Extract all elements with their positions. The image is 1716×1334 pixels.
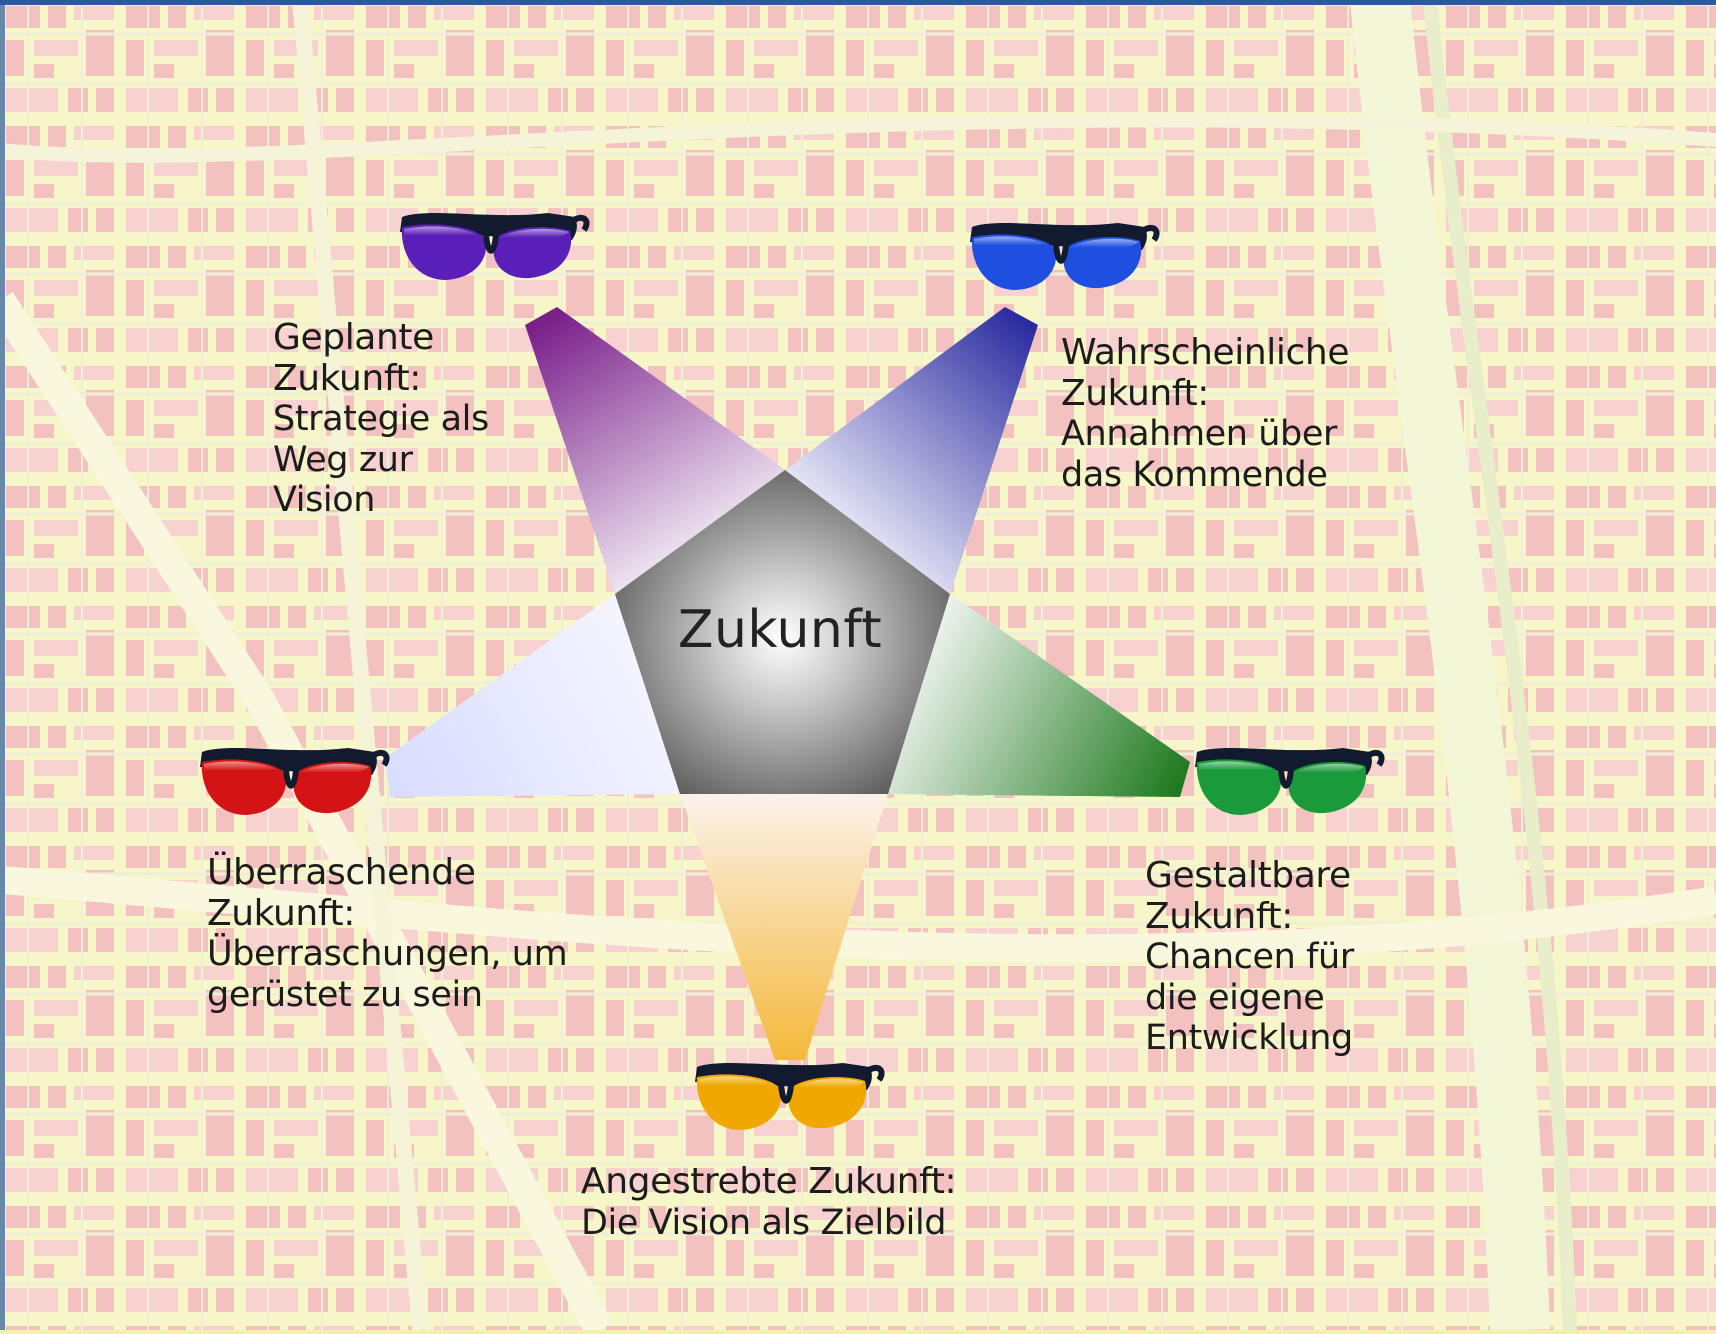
label-desired-future: Angestrebte Zukunft: Die Vision als Ziel… (581, 1161, 957, 1243)
label-line: gerüstet zu sein (207, 974, 483, 1015)
label-line: Überraschungen, um (207, 934, 568, 974)
label-line: Angestrebte Zukunft: (581, 1161, 957, 1202)
label-line: Überraschende (207, 852, 476, 893)
label-planned-future: Geplante Zukunft: Strategie als Weg zur … (273, 317, 489, 521)
label-line: Chancen für (1145, 937, 1354, 977)
beam-top-right (785, 307, 1038, 594)
beam-right (888, 594, 1190, 797)
label-line: Zukunft: (207, 892, 355, 934)
label-line: Strategie als (273, 399, 489, 439)
label-line: Zukunft: (1061, 372, 1209, 414)
sunglasses-blue-icon (970, 223, 1160, 290)
label-line: Geplante (273, 317, 434, 358)
star-beams (385, 307, 1190, 1060)
sunglasses-red-icon (200, 748, 390, 815)
label-probable-future: Wahrscheinliche Zukunft: Annahmen über d… (1061, 332, 1350, 495)
label-line: Weg zur (273, 439, 413, 480)
label-line: Zukunft: (273, 357, 421, 399)
label-line: das Kommende (1061, 454, 1328, 495)
label-shapeable-future: Gestaltbare Zukunft: Chancen für die eig… (1145, 855, 1354, 1059)
sunglasses-purple-icon (400, 213, 590, 280)
center-label: Zukunft (677, 600, 883, 660)
label-line: Vision (273, 480, 376, 520)
beam-left (385, 594, 680, 797)
label-line: Annahmen über (1061, 414, 1337, 454)
sunglasses-green-icon (1195, 748, 1385, 815)
beam-bottom (680, 794, 888, 1060)
label-line: Die Vision als Zielbild (581, 1202, 947, 1243)
label-surprising-future: Überraschende Zukunft: Überraschungen, u… (207, 852, 568, 1015)
center-pentagon (615, 470, 950, 794)
beam-top-left (525, 307, 785, 594)
label-line: Gestaltbare (1145, 855, 1351, 896)
label-line: die eigene (1145, 977, 1325, 1018)
label-line: Entwicklung (1145, 1018, 1353, 1058)
frame-top-border (0, 0, 1716, 5)
label-line: Zukunft: (1145, 895, 1293, 937)
label-line: Wahrscheinliche (1061, 332, 1350, 373)
sunglasses-yellow-icon (695, 1063, 885, 1130)
frame-left-border (0, 0, 5, 1330)
